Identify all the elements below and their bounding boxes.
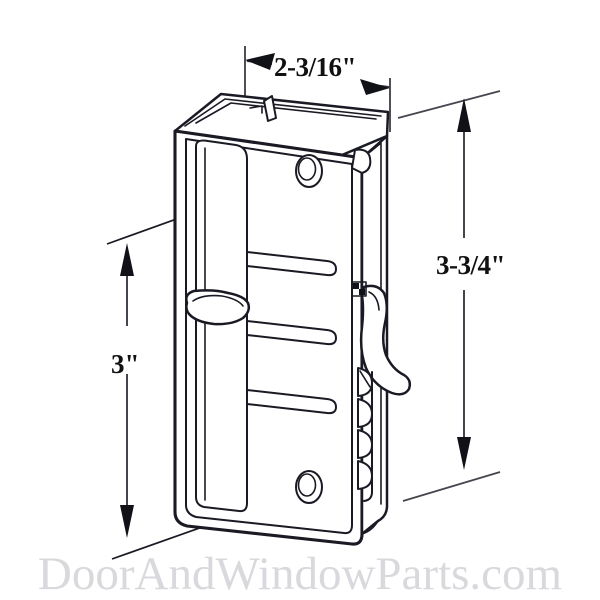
latch-bottom-right-edge — [361, 520, 379, 535]
thumb-latch-lever — [185, 289, 251, 326]
latch-top-seam-inner — [195, 102, 377, 124]
dimension-width-arrowhead-left — [245, 53, 275, 70]
dimension-width-group: 2-3/16" — [244, 46, 391, 132]
dimension-height-overall-label: 3-3/4" — [436, 250, 505, 280]
latch-top-seam — [184, 98, 382, 127]
latch-rib-slot-2 — [246, 320, 337, 346]
screw-hole-bottom — [295, 470, 323, 504]
latch-hook — [359, 284, 412, 396]
screw-hole-top — [295, 154, 323, 188]
watermark: DoorAndWindowParts.com — [38, 548, 562, 600]
dimension-hole-arrowhead-top — [120, 243, 134, 276]
screw-hole-bottom-inner — [297, 473, 317, 497]
latch-strike-hatch — [353, 283, 365, 295]
latch-rib-slots — [246, 251, 337, 415]
thumb-lever-highlight — [192, 294, 244, 307]
latch-body — [173, 92, 412, 546]
dimension-height-overall-group: 3-3/4" — [397, 90, 505, 502]
latch-strike-detail — [351, 281, 367, 297]
dimension-width-arrowhead-right — [360, 79, 390, 95]
dimension-hole-spacing-label: 3" — [111, 349, 140, 379]
latch-handle-pocket — [195, 139, 248, 513]
edge-tab-rail — [363, 371, 373, 502]
latch-strike-box — [351, 281, 367, 297]
latch-rib-slot-3 — [246, 389, 337, 415]
latch-rib-slot-1 — [246, 251, 337, 277]
dimension-height-arrowhead-bottom — [457, 437, 471, 470]
latch-top-tab — [263, 95, 277, 122]
dimension-height-extension-bottom — [402, 471, 501, 502]
dimension-width-label: 2-3/16" — [274, 52, 356, 82]
latch-corner-boss — [351, 148, 372, 174]
watermark-label: DoorAndWindowParts.com — [38, 548, 562, 600]
latch-front-inner-frame — [185, 138, 353, 535]
screw-hole-top-inner — [297, 157, 317, 181]
dimension-hole-arrowhead-bottom — [120, 505, 134, 538]
edge-mounting-tabs — [357, 367, 373, 502]
latch-hook-body — [359, 284, 412, 396]
latch-hook-highlight — [368, 291, 380, 311]
dimension-height-extension-top — [397, 90, 501, 119]
latch-top-tab-notch — [249, 105, 263, 114]
edge-tab-1-hatch — [359, 370, 371, 388]
dimension-height-arrowhead-top — [457, 98, 471, 132]
